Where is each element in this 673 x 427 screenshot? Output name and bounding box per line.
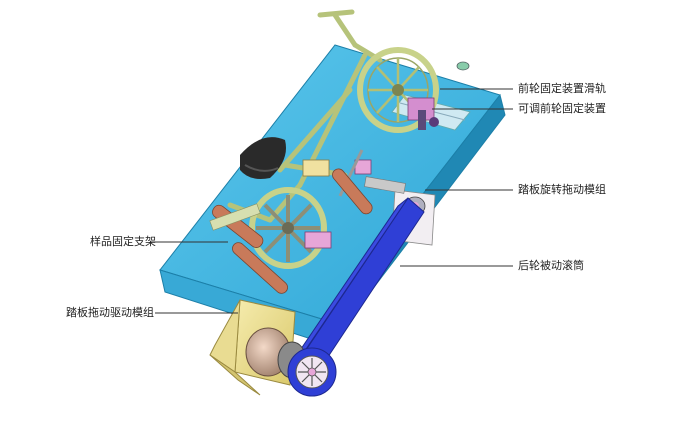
label-rear-wheel-roller: 后轮被动滚筒: [518, 259, 584, 272]
drive-belt: [287, 197, 425, 373]
label-front-wheel-rail: 前轮固定装置滑轨: [518, 82, 606, 95]
sample-fixture: [209, 168, 373, 294]
label-pedal-rotation-module: 踏板旋转拖动模组: [518, 183, 606, 196]
bicycle-frame: [227, 9, 383, 223]
label-pedal-drive-module: 踏板拖动驱动模组: [66, 306, 154, 319]
label-adjustable-front-mount: 可调前轮固定装置: [518, 102, 606, 115]
base-platform: [159, 44, 506, 347]
leader-lines: [150, 88, 513, 314]
seat: [240, 137, 286, 179]
drive-pulley: [287, 347, 337, 397]
pedal-drive-module: [209, 299, 307, 396]
rear-mount-block: [304, 231, 332, 249]
label-sample-fixture: 样品固定支架: [90, 235, 156, 248]
rear-wheel: [249, 187, 327, 269]
front-wheel: [357, 47, 439, 133]
clamp-block: [302, 159, 330, 177]
